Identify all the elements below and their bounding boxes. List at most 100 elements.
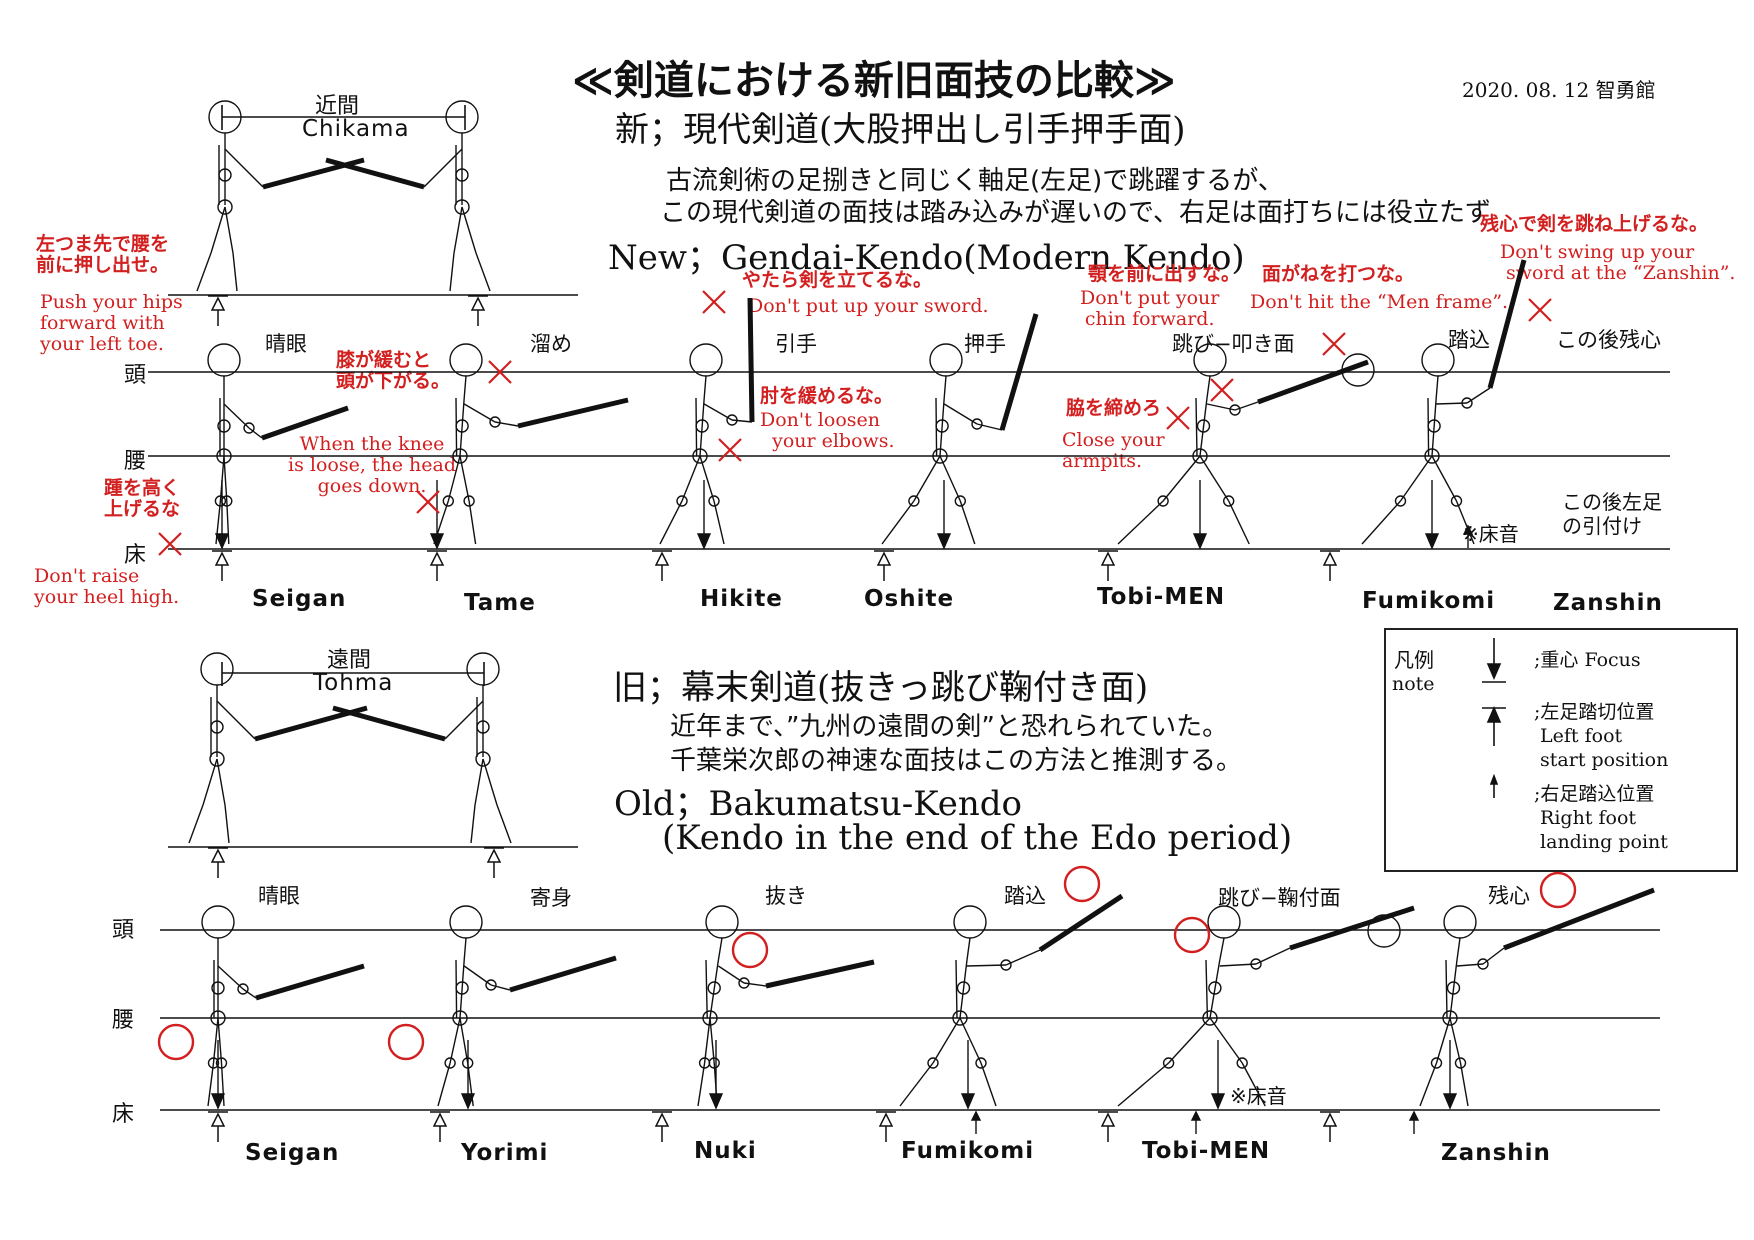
new-figure-fumikomi-torso bbox=[1431, 397, 1437, 457]
old-stage-jp-yorimi: 寄身 bbox=[530, 886, 572, 910]
note-zanshin-jp: 残心で剣を跳ね上げるな。 bbox=[1480, 213, 1709, 235]
old-figure-zanshin bbox=[1419, 887, 1655, 1107]
new-figure-tame-torso bbox=[459, 397, 465, 457]
legend-left-foot: ;左足踏切位置 Left foot start position bbox=[1534, 701, 1669, 771]
new-heading-jp: 新；現代剣道(大股押出し引手押手面) bbox=[615, 110, 1186, 150]
tohma-right-fencer-arm bbox=[444, 700, 484, 740]
old-floor-sound-label: ※床音 bbox=[1230, 1084, 1287, 1108]
old-right-foot-landing-arrow bbox=[1190, 1110, 1202, 1134]
new-distance-en: Chikama bbox=[302, 116, 410, 142]
chikama-foot-arrow bbox=[468, 295, 488, 326]
old-stage-jp-fumikomi: 踏込 bbox=[1004, 884, 1046, 908]
old-left-foot-start-arrow bbox=[430, 1111, 450, 1142]
old-figure-nuki-back-leg bbox=[703, 1017, 711, 1064]
note-men-frame-jp: 面がねを打つな。 bbox=[1262, 263, 1415, 285]
note-knee-jp: 膝が緩むと 頭が下がる。 bbox=[336, 349, 451, 392]
note-heel-en: Don't raise your heel high. bbox=[34, 565, 180, 608]
new-stage-en-oshite: Oshite bbox=[864, 586, 955, 612]
new-figure-oshite-torso bbox=[939, 397, 945, 457]
note-men-frame-en: Don't hit the “Men frame”. bbox=[1250, 291, 1509, 313]
old-description-line-1: 近年まで、”九州の遠間の剣”と恐れられていた。 bbox=[670, 712, 1229, 742]
old-figure-tobi-men-sword bbox=[1289, 905, 1415, 951]
old-figure-fumikomi-torso bbox=[959, 959, 968, 1019]
new-figure-tame-arm bbox=[463, 403, 496, 423]
old-stage-en-yorimi: Yorimi bbox=[461, 1140, 549, 1166]
new-stage-jp-tobi-men: 跳び−叩き面 bbox=[1172, 332, 1295, 356]
new-stage-jp-zanshin: この後残心 bbox=[1556, 328, 1661, 352]
new-stage-jp-tame: 溜め bbox=[530, 332, 572, 356]
new-figure-tobi-men-torso bbox=[1199, 397, 1208, 457]
new-left-foot-start-arrow bbox=[652, 550, 672, 581]
new-opponent-head bbox=[1341, 353, 1375, 387]
new-focus-arrow bbox=[696, 480, 712, 550]
new-figure-tame-front-leg bbox=[459, 455, 470, 502]
old-stage-jp-zanshin: 残心 bbox=[1488, 884, 1530, 908]
new-head-level-label: 頭 bbox=[124, 363, 147, 388]
old-focus-arrow bbox=[708, 1040, 724, 1110]
old-figure-fumikomi-front-leg bbox=[959, 1017, 982, 1064]
old-figure-nuki bbox=[697, 905, 875, 1107]
old-figure-zanshin-torso bbox=[1449, 959, 1458, 1019]
old-right-foot-landing-arrow bbox=[1408, 1110, 1420, 1134]
new-stage-jp-fumikomi: 踏込 bbox=[1448, 328, 1490, 352]
new-figure-fumikomi-sword bbox=[1487, 259, 1527, 389]
new-stage-jp-hikite: 引手 bbox=[775, 332, 817, 356]
old-stage-jp-nuki: 抜き bbox=[765, 884, 807, 908]
old-head-level-label: 頭 bbox=[112, 918, 135, 943]
old-figure-seigan-back-leg bbox=[212, 1017, 219, 1064]
old-figure-fumikomi-sword bbox=[1038, 893, 1124, 953]
new-figure-seigan-back-leg bbox=[219, 455, 225, 502]
note-chin-en: Don't put your chin forward. bbox=[1080, 287, 1220, 330]
new-focus-arrow bbox=[936, 480, 952, 550]
old-figure-fumikomi-head bbox=[953, 905, 987, 939]
new-figure-seigan bbox=[207, 343, 349, 545]
new-figure-tame bbox=[433, 343, 629, 545]
new-stage-en-hikite: Hikite bbox=[700, 586, 783, 612]
old-distance-jp: 遠間 bbox=[327, 648, 372, 673]
red-circle-mark bbox=[387, 1023, 425, 1061]
old-focus-arrow bbox=[1210, 1040, 1226, 1110]
new-left-foot-start-arrow bbox=[1320, 550, 1340, 581]
old-figure-tobi-men-head bbox=[1207, 905, 1241, 939]
old-figure-yorimi-front-leg bbox=[459, 1017, 469, 1064]
new-description-line-2: この現代剣道の面技は踏み込みが遅いので、右足は面打ちには役立たず bbox=[660, 198, 1491, 228]
old-stage-jp-tobi-men: 跳び−鞠付面 bbox=[1218, 886, 1341, 910]
new-focus-arrow bbox=[214, 480, 230, 550]
old-figure-zanshin-back-leg bbox=[1435, 1017, 1451, 1064]
new-figure-hikite bbox=[659, 297, 755, 545]
red-x-mark bbox=[718, 438, 742, 462]
tohma-right-fencer-head bbox=[466, 652, 500, 686]
tohma-foot-arrow bbox=[208, 847, 228, 878]
red-circle-mark bbox=[1063, 865, 1101, 903]
new-stage-en-tame: Tame bbox=[464, 590, 536, 616]
note-heel-jp: 踵を高く 上げるな bbox=[104, 477, 181, 520]
old-stage-en-seigan: Seigan bbox=[245, 1140, 340, 1166]
old-stage-en-zanshin: Zanshin bbox=[1441, 1140, 1551, 1166]
old-focus-arrow bbox=[210, 1040, 226, 1110]
old-figure-seigan-front-leg bbox=[217, 1017, 223, 1064]
new-figure-oshite-back-leg bbox=[913, 455, 941, 502]
chikama-right-fencer-sword bbox=[325, 157, 425, 190]
old-figure-fumikomi bbox=[899, 893, 1124, 1107]
old-focus-arrow bbox=[460, 1040, 476, 1110]
new-right-foot-landing-arrow bbox=[1462, 524, 1474, 548]
new-figure-hikite-back-leg bbox=[681, 455, 701, 502]
old-heading-en-1: Old；Bakumatsu-Kendo bbox=[614, 784, 1023, 824]
new-figure-oshite-arm bbox=[943, 403, 978, 425]
date-organization: 2020. 08. 12 智勇館 bbox=[1462, 78, 1656, 102]
new-distance-jp: 近間 bbox=[315, 94, 360, 119]
old-figure-yorimi-head bbox=[449, 905, 483, 939]
tohma-right-fencer-sword bbox=[332, 705, 446, 742]
note-armpit-jp: 脇を締めろ bbox=[1066, 397, 1162, 419]
old-left-foot-start-arrow bbox=[876, 1111, 896, 1142]
new-focus-arrow bbox=[1424, 480, 1440, 550]
old-figure-fumikomi-arm bbox=[966, 964, 1007, 967]
tohma-left-fencer bbox=[188, 652, 368, 844]
new-figure-tobi-men-front-leg bbox=[1199, 455, 1230, 502]
old-figure-nuki-head bbox=[705, 905, 739, 939]
old-figure-yorimi-sword bbox=[509, 955, 617, 993]
new-stage-en-seigan: Seigan bbox=[252, 586, 347, 612]
old-figure-tobi-men bbox=[1117, 905, 1415, 1107]
note-sword-en: Don't put up your sword. bbox=[748, 295, 989, 317]
old-figure-nuki-torso bbox=[709, 959, 720, 1019]
